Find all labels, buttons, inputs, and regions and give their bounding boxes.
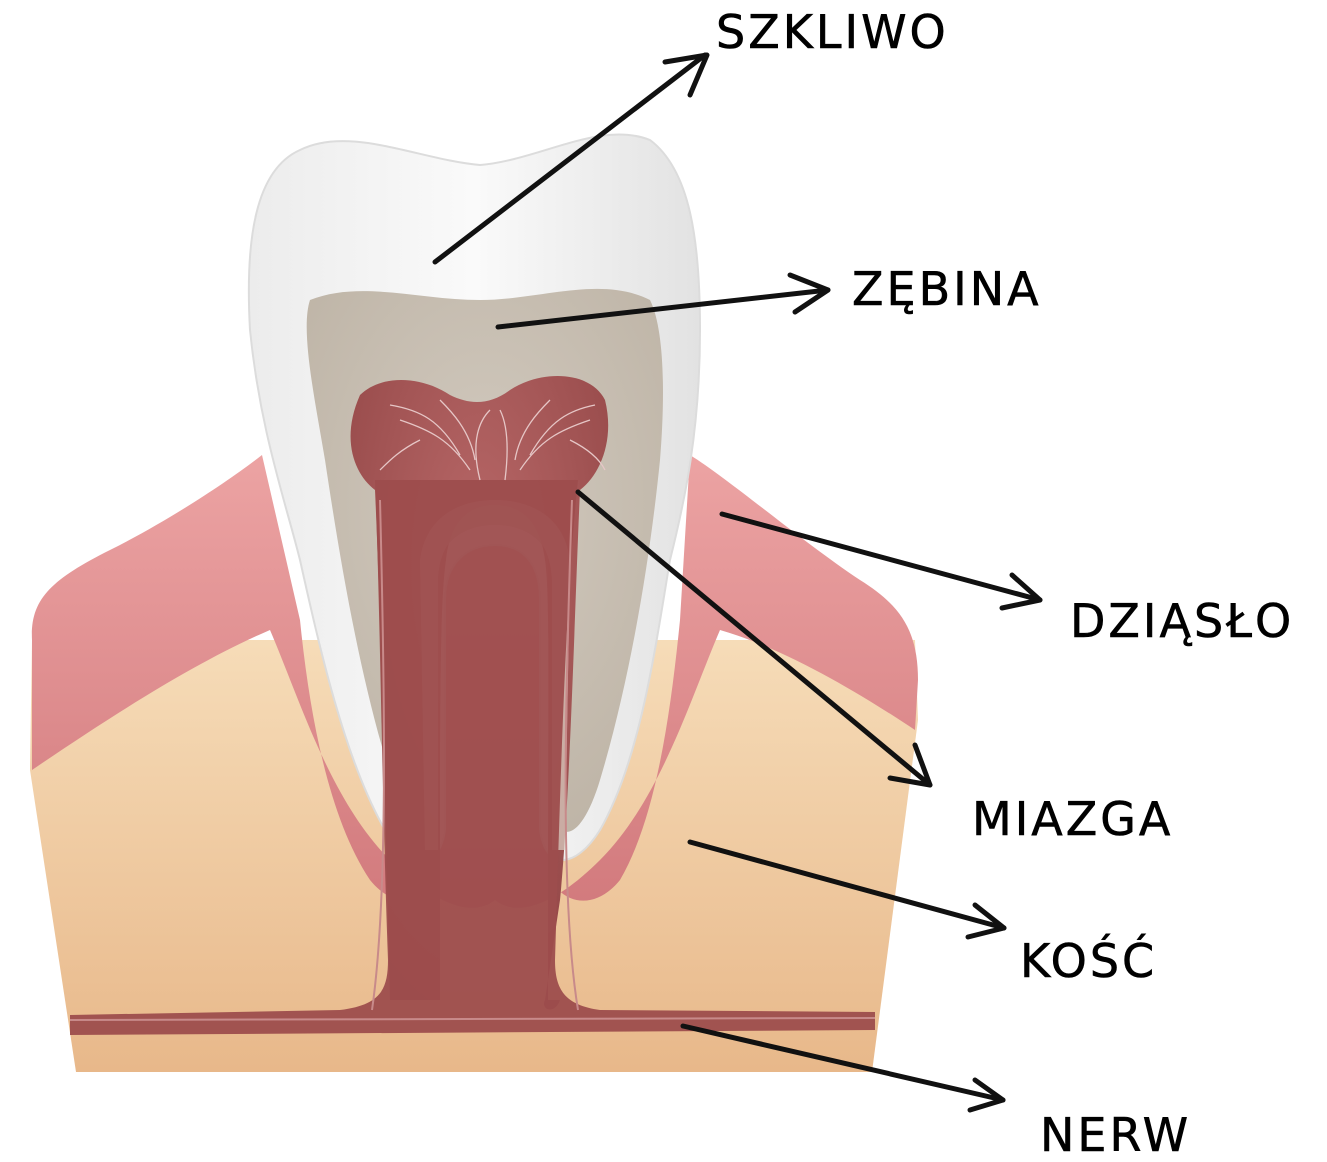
label-bone: KOŚĆ [1020, 938, 1157, 984]
label-enamel: SZKLIWO [716, 9, 949, 55]
label-nerve: NERW [1040, 1112, 1191, 1158]
label-dentin: ZĘBINA [852, 266, 1042, 312]
label-pulp: MIAZGA [972, 796, 1173, 842]
label-gum: DZIĄSŁO [1070, 598, 1294, 644]
